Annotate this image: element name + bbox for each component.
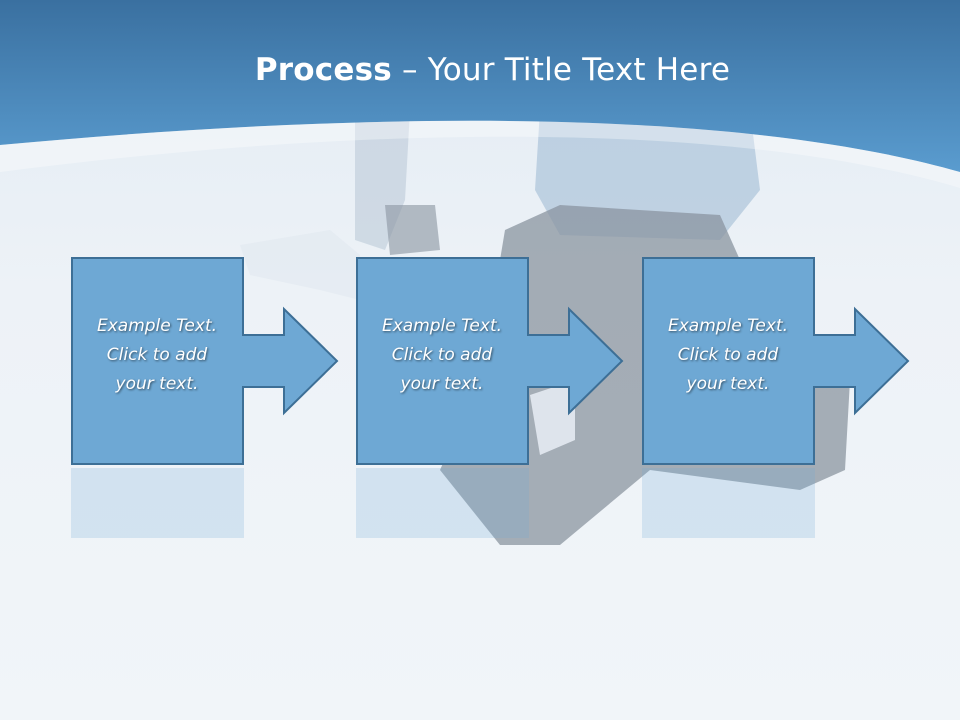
- step-text-line: your text.: [400, 374, 484, 394]
- title-rest-part: – Your Title Text Here: [391, 52, 731, 88]
- step-text-line: Example Text.: [667, 316, 789, 336]
- header-highlight: [0, 120, 960, 188]
- step-text-line: your text.: [115, 374, 199, 394]
- process-step-2[interactable]: Example Text. Click to add your text.: [356, 257, 624, 547]
- step-text[interactable]: Example Text. Click to add your text.: [71, 312, 243, 399]
- step-text-line: Example Text.: [96, 316, 218, 336]
- step-text-line: Click to add: [677, 345, 779, 365]
- step-text-line: Example Text.: [381, 316, 503, 336]
- header-band: [0, 0, 960, 172]
- step-text-line: your text.: [686, 374, 770, 394]
- arrow-box-shape: [356, 257, 624, 465]
- process-step-3[interactable]: Example Text. Click to add your text.: [642, 257, 910, 547]
- title-bold-part: Process: [254, 52, 392, 88]
- arrow-box-shape: [642, 257, 910, 465]
- page-title: Process – Your Title Text Here: [0, 52, 960, 88]
- arrow-box-shape: [71, 257, 339, 465]
- step-text[interactable]: Example Text. Click to add your text.: [356, 312, 528, 399]
- reflections: [71, 468, 815, 538]
- step-text[interactable]: Example Text. Click to add your text.: [642, 312, 814, 399]
- process-step-1[interactable]: Example Text. Click to add your text.: [71, 257, 339, 547]
- step-text-line: Click to add: [391, 345, 493, 365]
- step-text-line: Click to add: [106, 345, 208, 365]
